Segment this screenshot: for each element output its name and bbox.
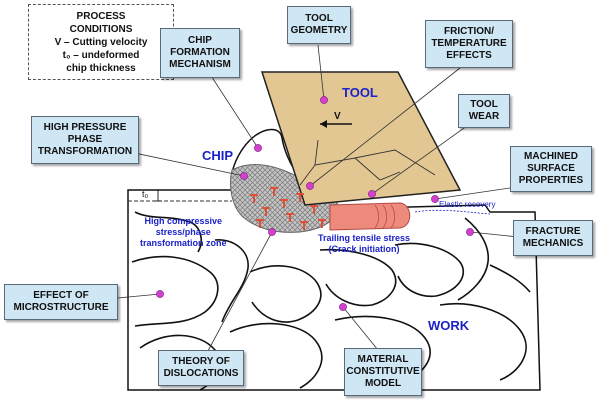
box-line: TEMPERATURE [431,38,507,49]
process-conditions-box: PROCESS CONDITIONS V – Cutting velocity … [28,4,174,80]
box-line: MODEL [364,378,402,389]
tool-label: TOOL [342,85,378,100]
box-line: SURFACE [527,163,575,174]
box-line: TOOL [470,99,498,110]
box-line: WEAR [468,111,500,122]
tensile-stress-label: Trailing tensile stress (Crack initiatio… [318,233,410,255]
box-line: FRACTURE [525,226,581,237]
label-line: stress/phase [155,227,211,237]
box-line: EFFECTS [446,50,492,61]
velocity-label: V [334,111,341,122]
machined-surface-box: MACHINED SURFACE PROPERTIES [510,146,592,192]
label-line: (Crack initiation) [328,244,400,254]
box-line: TOOL [305,13,333,24]
work-label: WORK [428,318,470,333]
conditions-line-5: chip thickness [66,62,136,74]
box-line: MECHANICS [522,238,584,249]
box-line: MECHANISM [169,59,231,70]
tool-geometry-box: TOOL GEOMETRY [287,6,351,44]
conditions-line-1: PROCESS [76,10,126,22]
constitutive-model-box: MATERIAL CONSTITUTIVE MODEL [344,348,422,396]
box-line: EFFECT OF [33,290,89,301]
tensile-zone-striations [374,204,396,229]
conditions-line-4: t₀ – undeformed [62,49,140,61]
label-line: transformation zone [140,238,227,248]
t0-label: t₀ [142,189,149,199]
dislocations [250,187,326,230]
box-line: FRICTION/ [444,26,494,37]
primary-shear-zone [229,164,339,233]
connection-dots [156,96,474,311]
box-line: GEOMETRY [290,25,348,36]
fracture-mechanics-box: FRACTURE MECHANICS [513,220,593,256]
box-line: PROPERTIES [518,175,584,186]
dislocations-box: THEORY OF DISLOCATIONS [158,350,244,386]
tool-wear-lines [299,139,436,186]
conditions-line-2: CONDITIONS [69,23,133,35]
box-line: MICROSTRUCTURE [13,302,109,313]
velocity-arrowhead [320,120,327,128]
box-line: DISLOCATIONS [163,368,239,379]
compressive-zone-label: High compressive stress/phase transforma… [140,216,227,249]
microstructure-box: EFFECT OF MICROSTRUCTURE [4,284,118,320]
conditions-line-3: V – Cutting velocity [54,36,148,48]
box-line: CHIP [188,35,212,46]
box-line: CONSTITUTIVE [346,366,420,377]
box-line: MACHINED [524,151,578,162]
box-line: THEORY OF [172,356,230,367]
tool-wear-box: TOOL WEAR [458,94,510,128]
box-line: FORMATION [170,47,230,58]
box-line: MATERIAL [357,354,409,365]
cutting-tool [260,71,462,206]
friction-temperature-box: FRICTION/ TEMPERATURE EFFECTS [425,20,513,68]
elastic-recovery-label: Elastic recovery [439,200,496,209]
box-line: HIGH PRESSURE [43,122,127,133]
grain-boundaries [131,211,531,391]
label-line: High compressive [144,216,223,226]
chip-formation-box: CHIP FORMATION MECHANISM [160,28,240,78]
chip-label: CHIP [202,148,234,163]
t0-marker [154,189,162,202]
tensile-stress-zone [329,202,411,231]
high-pressure-box: HIGH PRESSURE PHASE TRANSFORMATION [31,116,139,164]
label-line: Trailing tensile stress [318,233,411,243]
elastic-recovery-curve [414,209,491,215]
box-line: TRANSFORMATION [37,146,133,157]
box-line: PHASE [67,134,103,145]
